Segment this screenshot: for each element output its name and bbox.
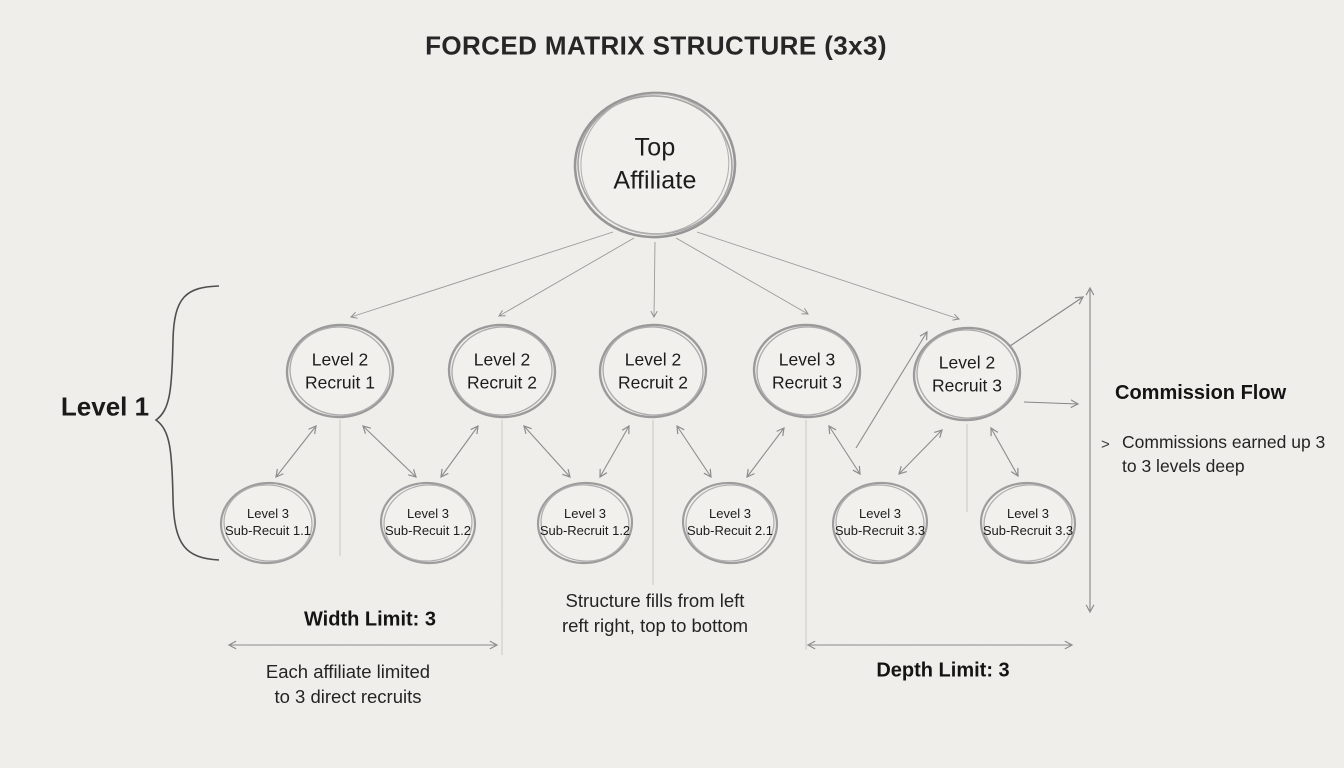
node-level3-subrecruit-6: Level 3 Sub-Recruit 3.3 <box>983 506 1073 540</box>
node-label-line: Level 2 <box>624 349 682 370</box>
top-to-level2-arrows <box>350 231 960 321</box>
level3-node-circle <box>536 481 634 565</box>
level2-node-circle <box>447 323 557 419</box>
node-level2-recruit-2: Level 2 Recruit 2 <box>467 348 537 394</box>
node-label-line: Sub-Recuit 1.1 <box>225 523 311 538</box>
node-level2-recruit-5: Level 2 Recruit 3 <box>932 351 1002 397</box>
node-label-line: Level 2 <box>473 349 531 370</box>
commission-flow-note: Commissions earned up 3 to 3 levels deep <box>1122 431 1325 478</box>
node-label-line: Recruit 1 <box>304 372 376 392</box>
node-label-line: Sub-Recuit 1.2 <box>385 523 471 538</box>
node-label-line: Top <box>634 133 676 162</box>
node-label-line: Recruit 3 <box>931 375 1003 395</box>
node-level2-recruit-1: Level 2 Recruit 1 <box>305 348 375 394</box>
caption-line: Structure fills from left <box>565 590 745 612</box>
node-label-line: Affiliate <box>613 166 697 194</box>
node-level2-recruit-3: Level 2 Recruit 2 <box>618 348 688 394</box>
level2-node-circle <box>598 323 708 419</box>
level3-node-circle <box>379 481 477 565</box>
level3-node-circle <box>219 481 317 565</box>
node-label-line: Sub-Recuit 2.1 <box>687 523 773 538</box>
level3-node-circle <box>979 481 1077 565</box>
node-label-line: Level 3 <box>709 506 751 522</box>
top-node-circle <box>573 91 737 239</box>
fill-order-note: Structure fills from left reft right, to… <box>562 589 748 639</box>
width-limit-label: Width Limit: 3 <box>303 608 437 631</box>
chevron-bullet-icon: > <box>1101 436 1110 453</box>
caption-line: reft right, top to bottom <box>561 615 749 636</box>
node-label-line: Level 2 <box>938 352 996 373</box>
node-level3-subrecruit-2: Level 3 Sub-Recuit 1.2 <box>385 506 471 540</box>
node-label-line: Sub-Recruit 3.3 <box>982 523 1074 538</box>
commission-note-line: to 3 levels deep <box>1122 455 1245 476</box>
node-label-line: Level 3 <box>778 349 836 370</box>
commission-note-line: Commissions earned up 3 <box>1122 432 1326 452</box>
node-label-line: Recruit 2 <box>617 372 689 392</box>
commission-flow-title: Commission Flow <box>1115 382 1287 404</box>
caption-line: Each affiliate limited <box>265 661 431 683</box>
level1-brace <box>154 285 220 561</box>
node-label-line: Level 3 <box>859 506 901 522</box>
commission-flow-arrows <box>1003 286 1095 614</box>
node-top-affiliate: Top Affiliate <box>613 132 696 197</box>
guide-lines <box>339 420 968 655</box>
node-label-line: Recruit 2 <box>466 372 538 392</box>
width-limit-caption: Each affiliate limited to 3 direct recru… <box>266 660 430 710</box>
depth-limit-label: Depth Limit: 3 <box>876 659 1010 682</box>
node-label-line: Level 3 <box>564 506 606 522</box>
level2-node-circle <box>912 326 1022 422</box>
node-label-line: Recruit 3 <box>771 372 843 392</box>
node-label-line: Level 3 <box>247 506 289 522</box>
level2-node-circle <box>752 323 862 419</box>
level2-level3-arrows <box>275 330 1019 479</box>
node-level3-subrecruit-3: Level 3 Sub-Recruit 1.2 <box>540 506 630 540</box>
node-level2-recruit-4: Level 3 Recruit 3 <box>772 348 842 394</box>
level3-node-circle <box>831 481 929 565</box>
level1-label: Level 1 <box>60 391 150 422</box>
node-label-line: Level 3 <box>1007 506 1049 522</box>
node-level3-subrecruit-4: Level 3 Sub-Recuit 2.1 <box>687 506 773 540</box>
node-level3-subrecruit-5: Level 3 Sub-Recruit 3.3 <box>835 506 925 540</box>
node-label-line: Sub-Recruit 1.2 <box>539 523 631 538</box>
level2-node-circle <box>285 323 395 419</box>
level3-node-circle <box>681 481 779 565</box>
node-label-line: Level 3 <box>407 506 449 522</box>
node-circles <box>219 91 1077 565</box>
node-label-line: Level 2 <box>311 349 369 370</box>
node-level3-subrecruit-1: Level 3 Sub-Recuit 1.1 <box>225 506 311 540</box>
caption-line: to 3 direct recruits <box>274 686 422 707</box>
node-label-line: Sub-Recruit 3.3 <box>834 523 926 538</box>
diagram-title: FORCED MATRIX STRUCTURE (3x3) <box>425 30 887 61</box>
